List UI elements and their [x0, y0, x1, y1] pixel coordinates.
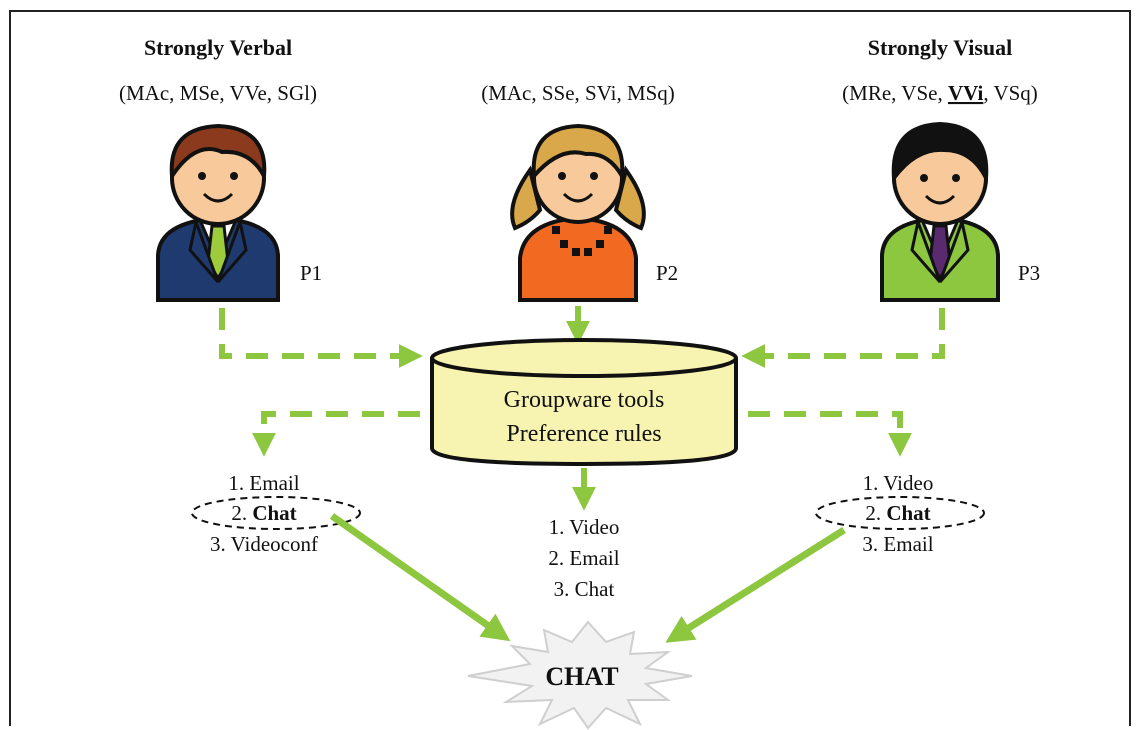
p2-list: 1. Video 2. Email 3. Chat — [548, 515, 619, 601]
persona-p3: Strongly Visual (MRe, VSe, VVi, VSq) P3 — [842, 35, 1040, 302]
p2-list-item-3: 3. Chat — [554, 577, 615, 601]
db-line-1: Groupware tools — [504, 387, 665, 413]
db-line-2: Preference rules — [506, 421, 661, 447]
p3-avatar-icon — [880, 121, 1000, 302]
p2-avatar-icon — [510, 123, 646, 302]
p1-codes: (MAc, MSe, VVe, SGl) — [119, 81, 317, 105]
p1-list-item-3: 3. Videoconf — [210, 532, 318, 556]
p1-list-item-1: 1. Email — [228, 471, 299, 495]
p1-choice-to-result-arrow — [329, 513, 511, 642]
p1-selection-ellipse — [191, 496, 361, 530]
result-arrows — [329, 513, 846, 643]
p1-list-item-2: 2. Chat — [231, 501, 296, 525]
p3-codes: (MRe, VSe, VVi, VSq) — [842, 81, 1038, 105]
p1-list: 1. Email 2. Chat 3. Videoconf — [191, 471, 361, 556]
p2-codes: (MAc, SSe, SVi, MSq) — [481, 81, 675, 105]
p1-heading: Strongly Verbal — [144, 35, 292, 60]
input-arrows — [219, 306, 945, 368]
p3-codes-emphasis: VVi — [948, 81, 984, 105]
p3-list-item-2: 2. Chat — [865, 501, 930, 525]
p1-to-db-arrow — [219, 308, 423, 368]
p3-label: P3 — [1018, 261, 1040, 285]
persona-p2: (MAc, SSe, SVi, MSq) P2 — [481, 81, 678, 302]
p3-heading: Strongly Visual — [868, 35, 1012, 60]
p2-label: P2 — [656, 261, 678, 285]
p3-selection-ellipse — [815, 496, 985, 530]
database-cylinder: Groupware tools Preference rules — [430, 338, 738, 467]
db-to-p3-list-arrow — [748, 411, 912, 457]
p2-list-item-1: 1. Video — [549, 515, 620, 539]
p3-list: 1. Video 2. Chat 3. Email — [815, 471, 985, 556]
p3-list-item-3: 3. Email — [862, 532, 933, 556]
p3-choice-to-result-arrow — [665, 527, 846, 643]
persona-p1: Strongly Verbal (MAc, MSe, VVe, SGl) P1 — [119, 35, 322, 302]
p3-list-item-1: 1. Video — [863, 471, 934, 495]
p2-list-item-2: 2. Email — [548, 546, 619, 570]
figure-frame — [9, 10, 1131, 726]
result-burst-icon: CHAT — [467, 620, 693, 730]
output-arrows — [252, 411, 912, 511]
p3-to-db-arrow — [741, 308, 945, 368]
p1-avatar-icon — [156, 123, 280, 302]
db-to-p1-list-arrow — [252, 411, 420, 457]
p1-label: P1 — [300, 261, 322, 285]
result-label: CHAT — [545, 662, 618, 691]
